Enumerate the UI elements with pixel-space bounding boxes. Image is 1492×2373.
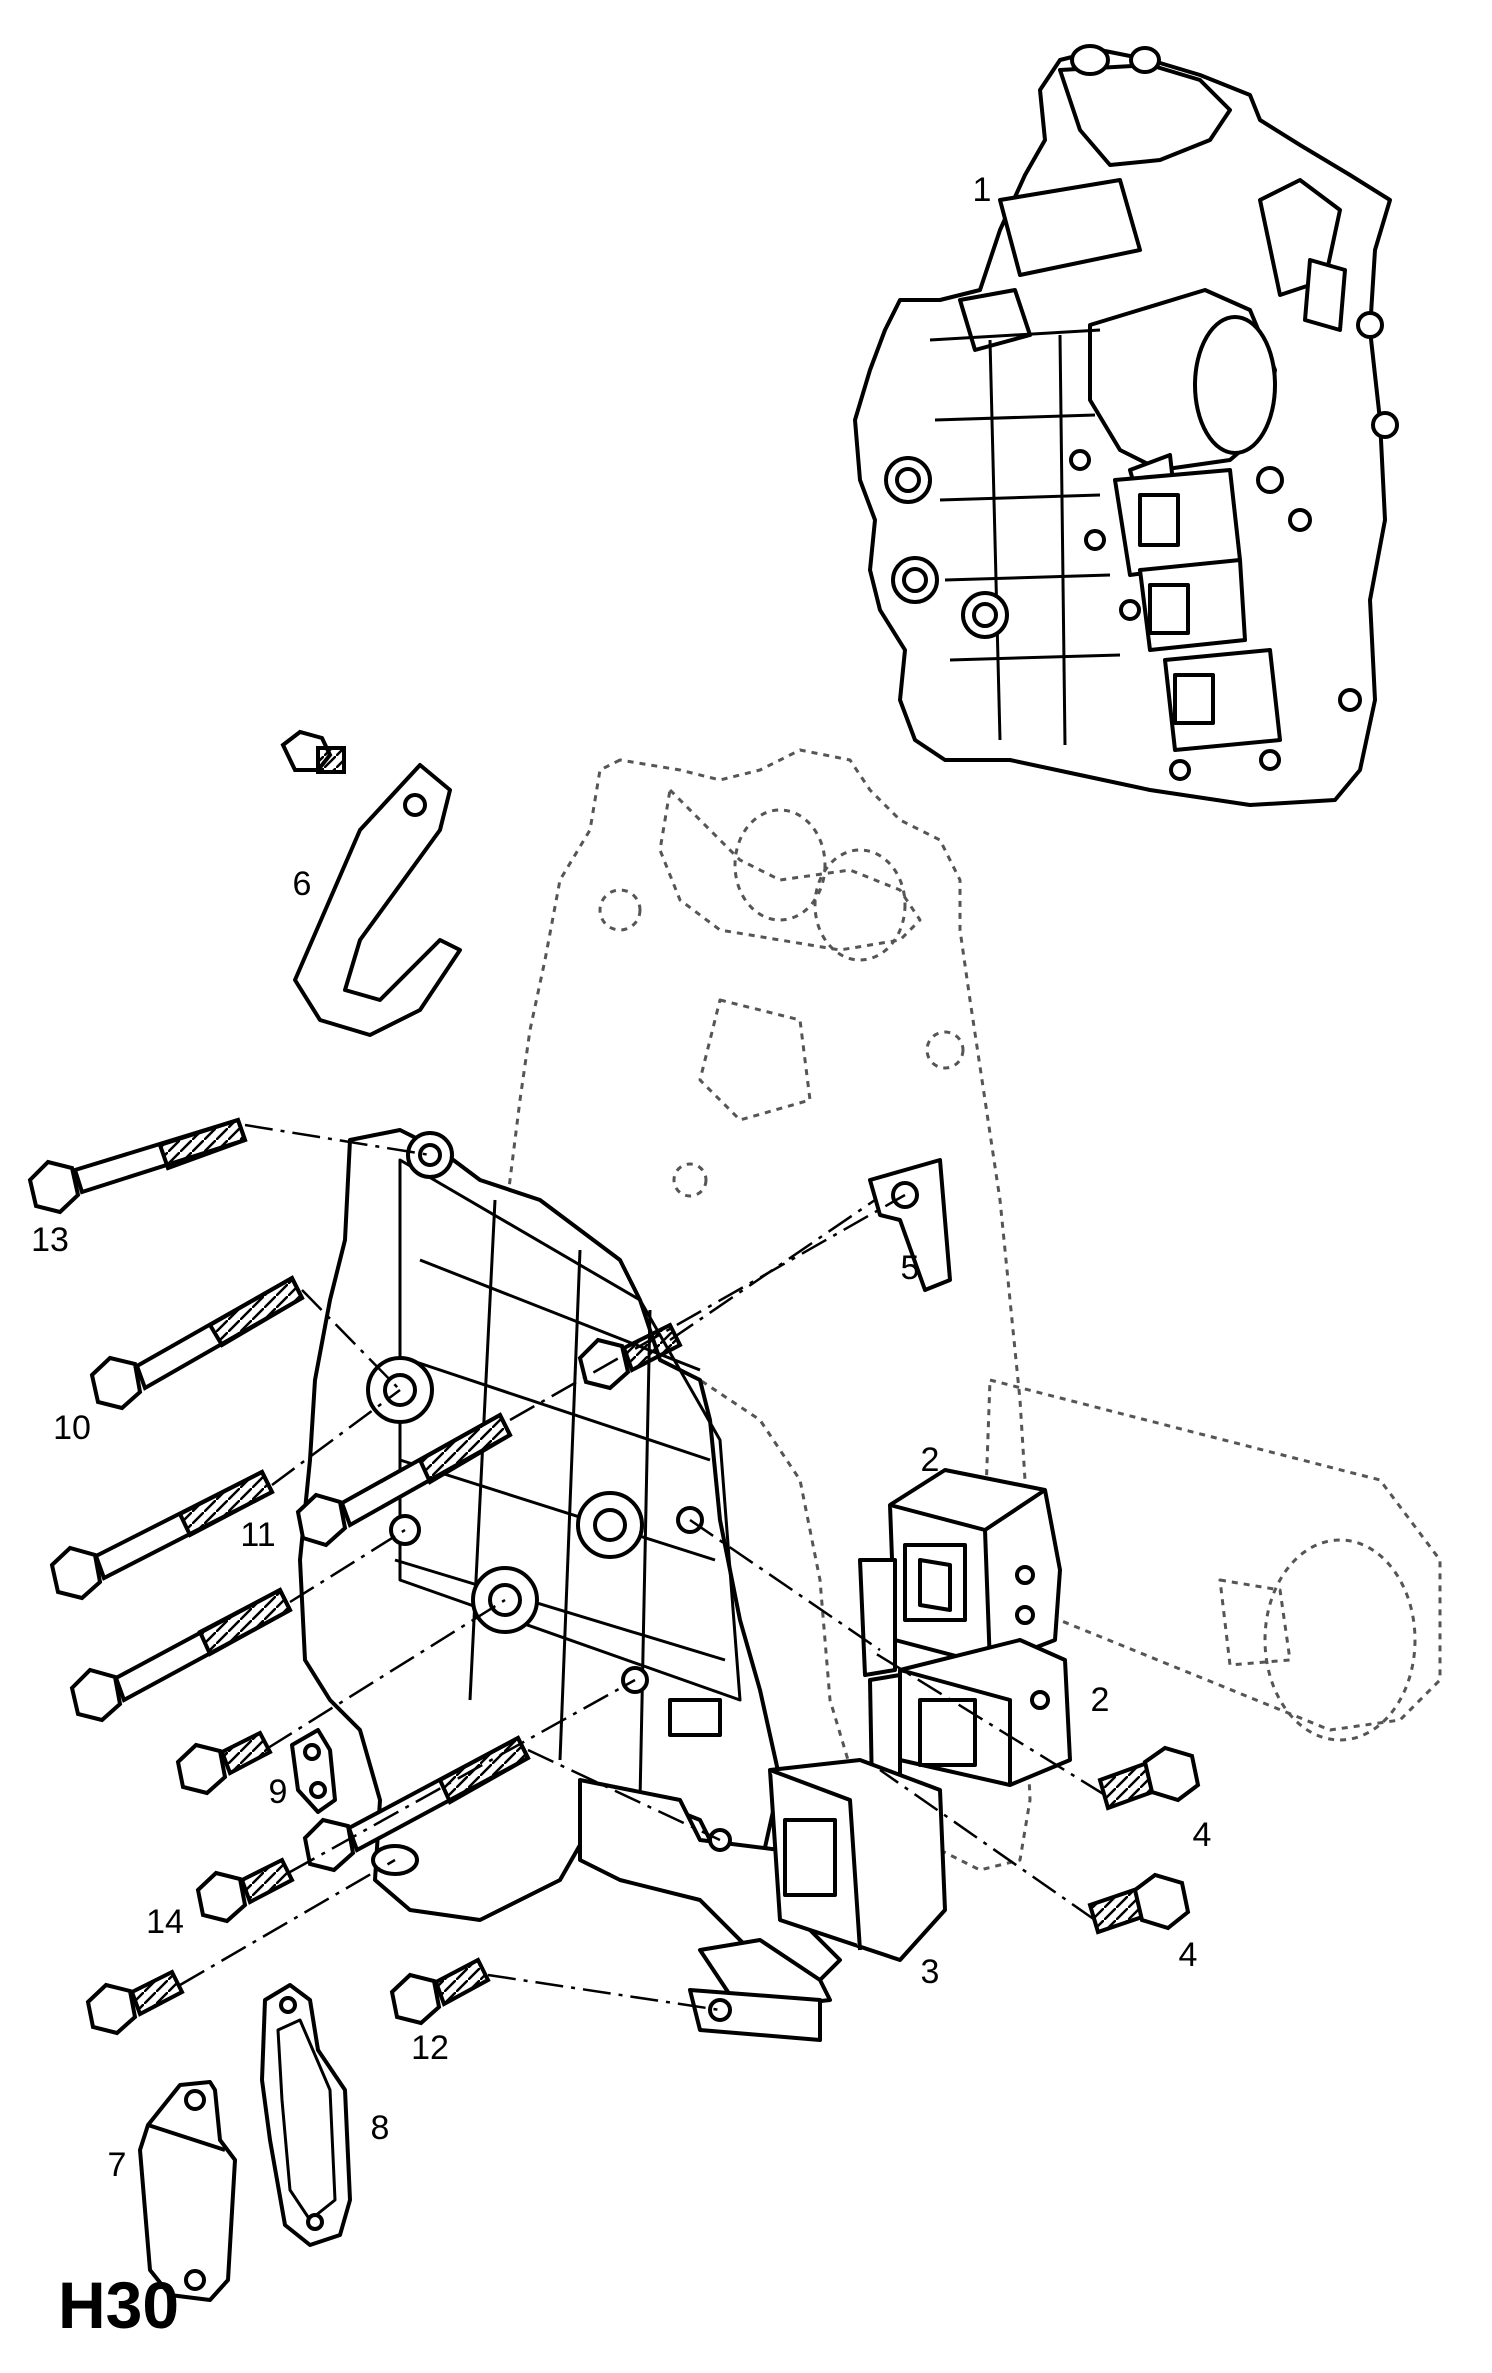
long-bolt-11	[295, 1412, 513, 1548]
short-bolt-mid	[175, 1730, 273, 1796]
bolt-6	[280, 729, 346, 774]
gasket-8	[260, 1983, 352, 2247]
short-bolt-lower	[85, 1969, 185, 2036]
short-bolt-12	[389, 1957, 491, 2026]
valve-body-assembly	[853, 44, 1399, 807]
solenoid-block-bracket	[578, 1758, 947, 2042]
solenoid-block-lower	[868, 1638, 1072, 1792]
callout-3: 3	[920, 1953, 940, 1991]
long-bolt-center	[302, 1735, 531, 1873]
long-bolt-left-1	[49, 1469, 275, 1601]
callout-5: 5	[900, 1249, 920, 1287]
bolt-4-upper	[1097, 1745, 1201, 1811]
callout-6: 6	[292, 865, 312, 903]
callout-13: 13	[31, 1221, 69, 1259]
callout-2-lower: 2	[1090, 1681, 1110, 1719]
callout-10: 10	[53, 1409, 91, 1447]
valve-body-plate	[298, 1128, 782, 1922]
callout-7: 7	[107, 2146, 127, 2184]
callout-9: 9	[268, 1773, 288, 1811]
short-bolt-14	[195, 1857, 295, 1924]
callout-4-upper: 4	[1192, 1816, 1212, 1854]
callout-14: 14	[146, 1903, 184, 1941]
long-bolt-10	[89, 1275, 305, 1411]
short-bolt-upper	[577, 1322, 683, 1391]
callout-8: 8	[370, 2109, 390, 2147]
bracket-9	[290, 1728, 337, 1814]
long-bolt-13	[27, 1117, 248, 1215]
callout-12: 12	[411, 2029, 449, 2067]
hook-bracket-6	[293, 763, 462, 1037]
bolt-4-lower	[1087, 1872, 1191, 1935]
callout-11: 11	[240, 1516, 276, 1554]
solenoid-block-upper	[858, 1468, 1062, 1677]
figure-code: H30	[58, 2268, 180, 2342]
alignment-leader-lines	[179, 1123, 1106, 2012]
callout-1: 1	[972, 171, 992, 209]
long-bolt-left-2	[69, 1587, 293, 1723]
callout-2-upper: 2	[920, 1441, 940, 1479]
callout-4-lower: 4	[1178, 1936, 1198, 1974]
cover-7	[138, 2080, 237, 2302]
